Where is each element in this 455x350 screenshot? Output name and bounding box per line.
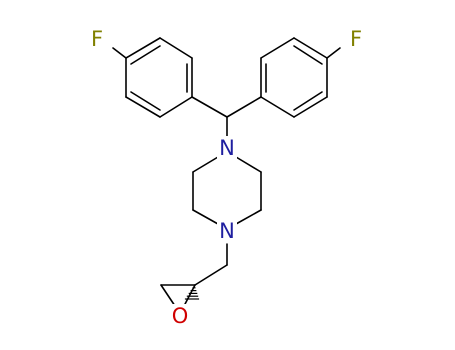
bond-lines xyxy=(112,37,341,307)
oxygen-epoxide-label: O xyxy=(172,304,189,328)
nitrogen-bottom-label: N xyxy=(219,219,235,243)
fluorine-left-label: F xyxy=(91,27,103,51)
nitrogen-top-label: N xyxy=(219,136,235,160)
fluorine-right-label: F xyxy=(350,27,362,51)
stereo-hashed-wedge xyxy=(184,287,200,300)
atom-label-backgrounds xyxy=(88,27,364,328)
